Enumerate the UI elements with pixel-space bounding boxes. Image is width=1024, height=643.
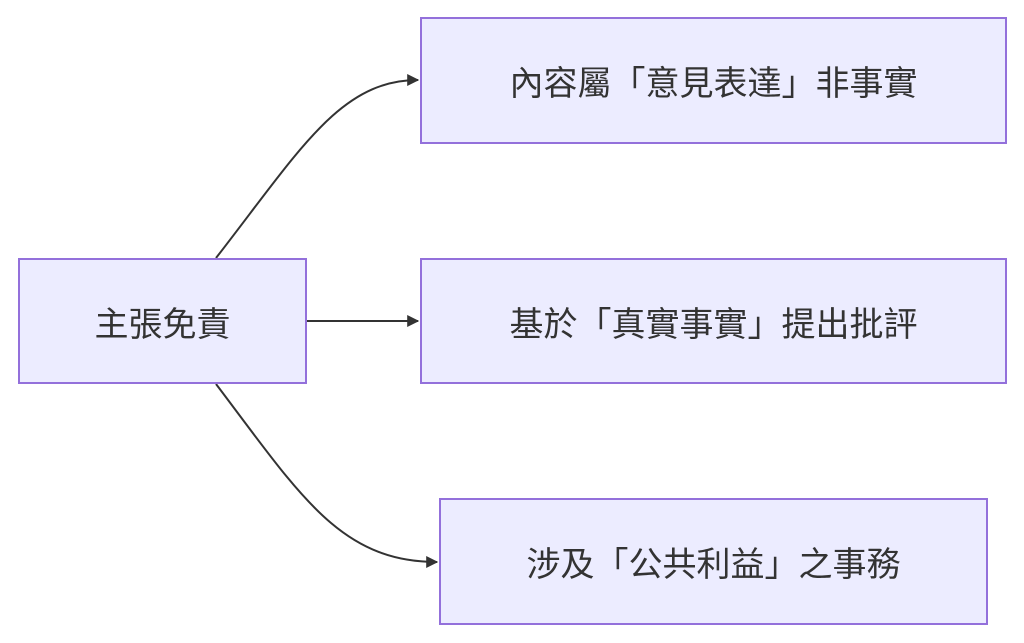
node-opinion-expression: 內容屬「意見表達」非事實 xyxy=(420,17,1007,144)
node-claim-exemption-label: 主張免責 xyxy=(94,304,231,345)
node-claim-exemption: 主張免責 xyxy=(18,258,307,384)
edge-to-opinion xyxy=(215,74,420,259)
edge-to-public-interest xyxy=(215,383,439,568)
node-public-interest: 涉及「公共利益」之事務 xyxy=(439,498,988,625)
node-public-interest-label: 涉及「公共利益」之事務 xyxy=(526,545,901,585)
node-true-facts-criticism-label: 基於「真實事實」提出批評 xyxy=(509,304,918,345)
node-true-facts-criticism: 基於「真實事實」提出批評 xyxy=(420,258,1007,384)
node-opinion-expression-label: 內容屬「意見表達」非事實 xyxy=(509,64,918,104)
